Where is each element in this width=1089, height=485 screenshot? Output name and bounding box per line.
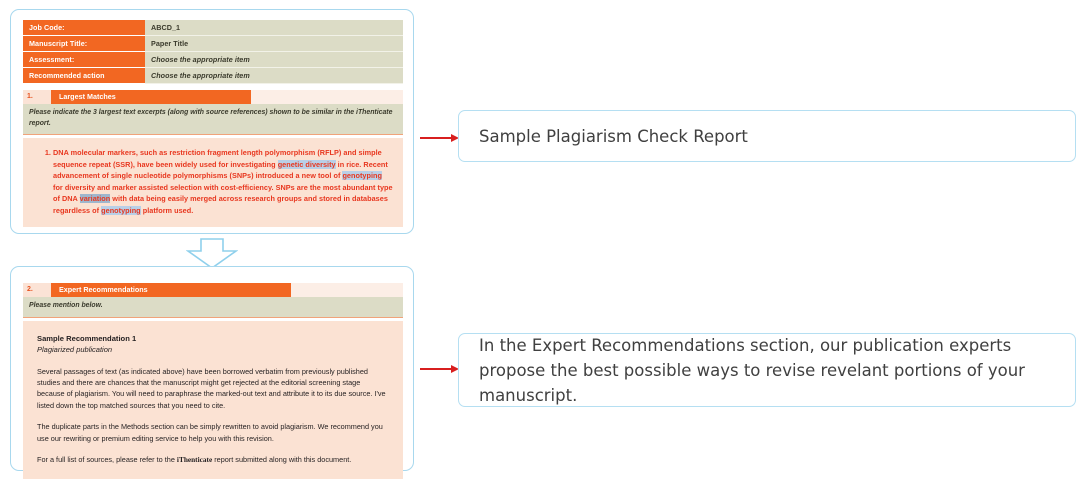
recommendation-title: Sample Recommendation 1: [37, 333, 137, 343]
excerpt-highlight-variation: variation: [79, 194, 111, 204]
meta-value-recommended-action[interactable]: Choose the appropriate item: [145, 67, 403, 84]
excerpt-seg-2: in rice. Recent advancement of single nu…: [53, 159, 388, 181]
recommendation-paragraph-2: The duplicate parts in the Methods secti…: [37, 422, 383, 443]
table-row: Job Code: ABCD_1: [23, 20, 403, 36]
section-instruction: Please mention below.: [23, 297, 403, 318]
excerpt-seg-4: for diversity and marker assisted select…: [53, 182, 393, 204]
ithenticate-brand: iThenticate: [176, 454, 213, 464]
excerpt-seg-6: with data being easily merged across res…: [53, 194, 388, 215]
recommendation-paragraph-3: For a full list of sources, please refer…: [37, 454, 387, 465]
arrow-shaft: [420, 137, 453, 139]
meta-label-assessment: Assessment:: [23, 51, 145, 68]
section-title: Expert Recommendations: [51, 283, 291, 297]
arrow-right-icon: [420, 365, 460, 373]
section-instruction: Please indicate the 3 largest text excer…: [23, 104, 403, 135]
callout-sample-report: Sample Plagiarism Check Report: [458, 110, 1076, 162]
largest-matches-body: DNA molecular markers, such as restricti…: [23, 138, 403, 227]
meta-value-job-code: ABCD_1: [145, 20, 403, 36]
manuscript-meta-table: Job Code: ABCD_1 Manuscript Title: Paper…: [23, 20, 403, 84]
arrow-down-icon: [185, 238, 239, 270]
excerpt-highlight-genotyping-2: genotyping: [101, 205, 141, 215]
recommendation-subtitle: Plagiarized publication: [37, 344, 113, 354]
table-row: Recommended action Choose the appropriat…: [23, 67, 403, 84]
recommendation-body: Sample Recommendation 1 Plagiarized publ…: [23, 320, 403, 480]
arrow-head: [451, 365, 459, 373]
table-row: Assessment: Choose the appropriate item: [23, 51, 403, 68]
section-title: Largest Matches: [51, 90, 251, 104]
meta-label-manuscript-title: Manuscript Title:: [23, 35, 145, 52]
plagiarism-report-panel: Job Code: ABCD_1 Manuscript Title: Paper…: [10, 9, 414, 234]
excerpt-seg-0: DNA molecular markers, such as restricti…: [53, 148, 382, 169]
meta-label-recommended-action: Recommended action: [23, 67, 145, 84]
meta-value-manuscript-title: Paper Title: [145, 35, 403, 52]
paragraph-3-after: report submitted along with this documen…: [212, 454, 352, 464]
list-item: DNA molecular markers, such as restricti…: [53, 147, 393, 217]
excerpt-list: DNA molecular markers, such as restricti…: [33, 147, 393, 217]
excerpt-seg-8: platform used.: [140, 205, 194, 215]
callout-text: In the Expert Recommendations section, o…: [479, 335, 1025, 405]
section-header-largest-matches: 1. Largest Matches: [23, 90, 403, 104]
arrow-shaft: [420, 368, 453, 370]
section-bar-filler: [291, 283, 403, 297]
meta-value-assessment[interactable]: Choose the appropriate item: [145, 51, 403, 68]
section-number: 2.: [23, 283, 51, 297]
section-number: 1.: [23, 90, 51, 104]
table-row: Manuscript Title: Paper Title: [23, 35, 403, 52]
paragraph-3-before: For a full list of sources, please refer…: [37, 454, 177, 464]
section-bar-filler: [251, 90, 403, 104]
arrow-head: [451, 134, 459, 142]
expert-recommendations-panel: 2. Expert Recommendations Please mention…: [10, 266, 414, 480]
recommendation-paragraph-1: Several passages of text (as indicated a…: [37, 366, 386, 410]
arrow-right-icon: [420, 134, 460, 142]
meta-label-job-code: Job Code:: [23, 20, 145, 36]
callout-text: Sample Plagiarism Check Report: [479, 126, 748, 146]
section-header-expert-recommendations: 2. Expert Recommendations: [23, 283, 403, 297]
excerpt-highlight-genotyping-1: genotyping: [342, 171, 382, 181]
excerpt-highlight-genetic-diversity: genetic diversity: [277, 159, 336, 169]
callout-expert-recommendations: In the Expert Recommendations section, o…: [458, 333, 1076, 407]
